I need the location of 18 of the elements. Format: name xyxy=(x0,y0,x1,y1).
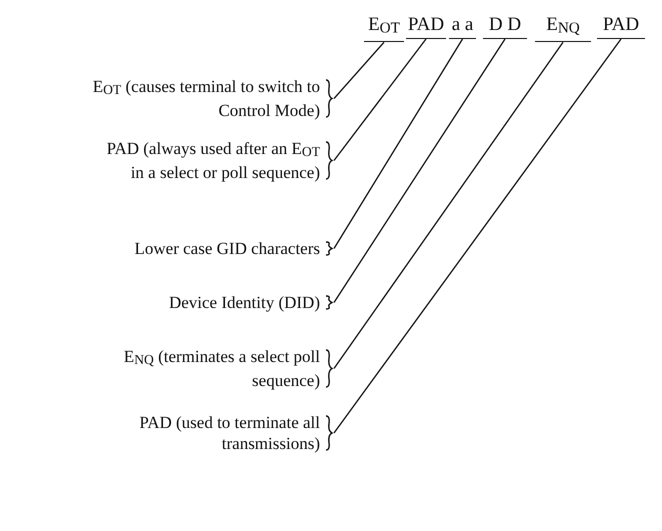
code-token: E$_{NQ}$ xyxy=(535,14,591,42)
description-text: PAD (always used after an E$_{OT}$ in a select or poll sequence) xyxy=(106,138,320,184)
description-text: Device Identity (DID) xyxy=(168,292,320,313)
leader-line xyxy=(333,42,564,369)
code-token: E$_{OT}$ xyxy=(364,14,404,42)
code-token: PAD xyxy=(406,14,446,39)
leader-line xyxy=(334,42,384,99)
description-text: E$_{NQ}$ (terminates a select poll sequence) xyxy=(122,346,320,392)
description-text: Lower case GID characters xyxy=(134,238,320,259)
leader-line xyxy=(333,38,622,434)
leader-line xyxy=(333,38,427,161)
leader-line xyxy=(333,38,464,249)
code-token: D D xyxy=(483,14,527,39)
code-token: a a xyxy=(449,14,476,39)
leader-line xyxy=(333,38,506,303)
description-text: PAD (used to terminate all transmissions) xyxy=(138,412,320,454)
description-text: E$_{OT}$ (causes terminal to switch to Control Mode) xyxy=(92,76,320,122)
code-token: PAD xyxy=(597,14,645,39)
